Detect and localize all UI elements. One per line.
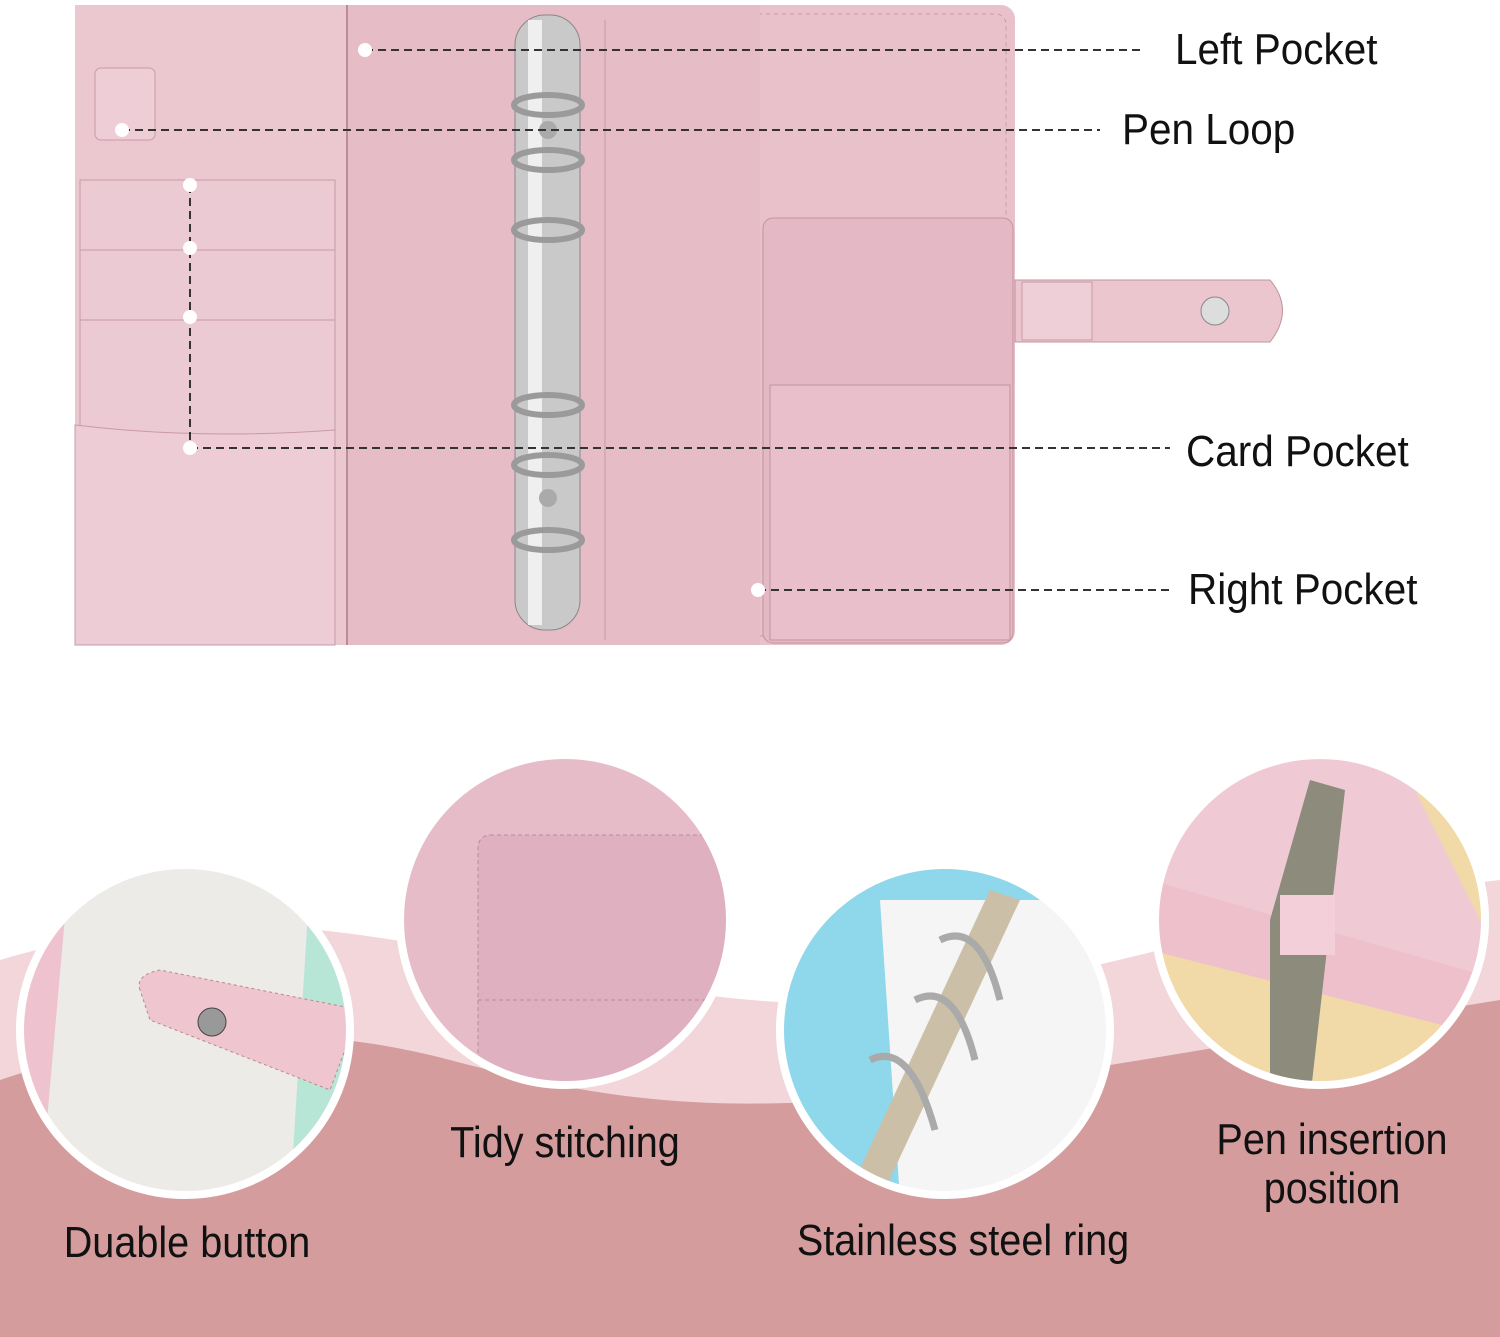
ring-binder-mechanism	[511, 14, 585, 631]
snap-button	[1200, 296, 1230, 326]
detail-pen-loop-circle	[1151, 751, 1489, 1089]
callout-left-pocket: Left Pocket	[1175, 25, 1378, 74]
callout-pen-loop: Pen Loop	[1122, 105, 1296, 154]
callout-right-pocket: Right Pocket	[1188, 565, 1418, 614]
detail-ring-circle	[776, 861, 1114, 1199]
callout-dots	[115, 43, 765, 597]
card-slots	[74, 179, 336, 646]
caption-pen-insertion-line2: position	[1263, 1164, 1401, 1214]
caption-pen-insertion: Pen insertion position	[1216, 1115, 1447, 1214]
caption-tidy-stitching: Tidy stitching	[450, 1118, 680, 1167]
caption-pen-insertion-line1: Pen insertion	[1216, 1115, 1448, 1164]
background-dark-wave	[0, 1000, 1500, 1337]
caption-durable-button: Duable button	[63, 1218, 311, 1267]
caption-steel-ring: Stainless steel ring	[796, 1216, 1130, 1265]
pen-loop	[94, 67, 156, 141]
callout-card-pocket: Card Pocket	[1186, 427, 1409, 476]
binder-open	[74, 5, 1283, 646]
detail-stitching-circle	[396, 751, 734, 1089]
